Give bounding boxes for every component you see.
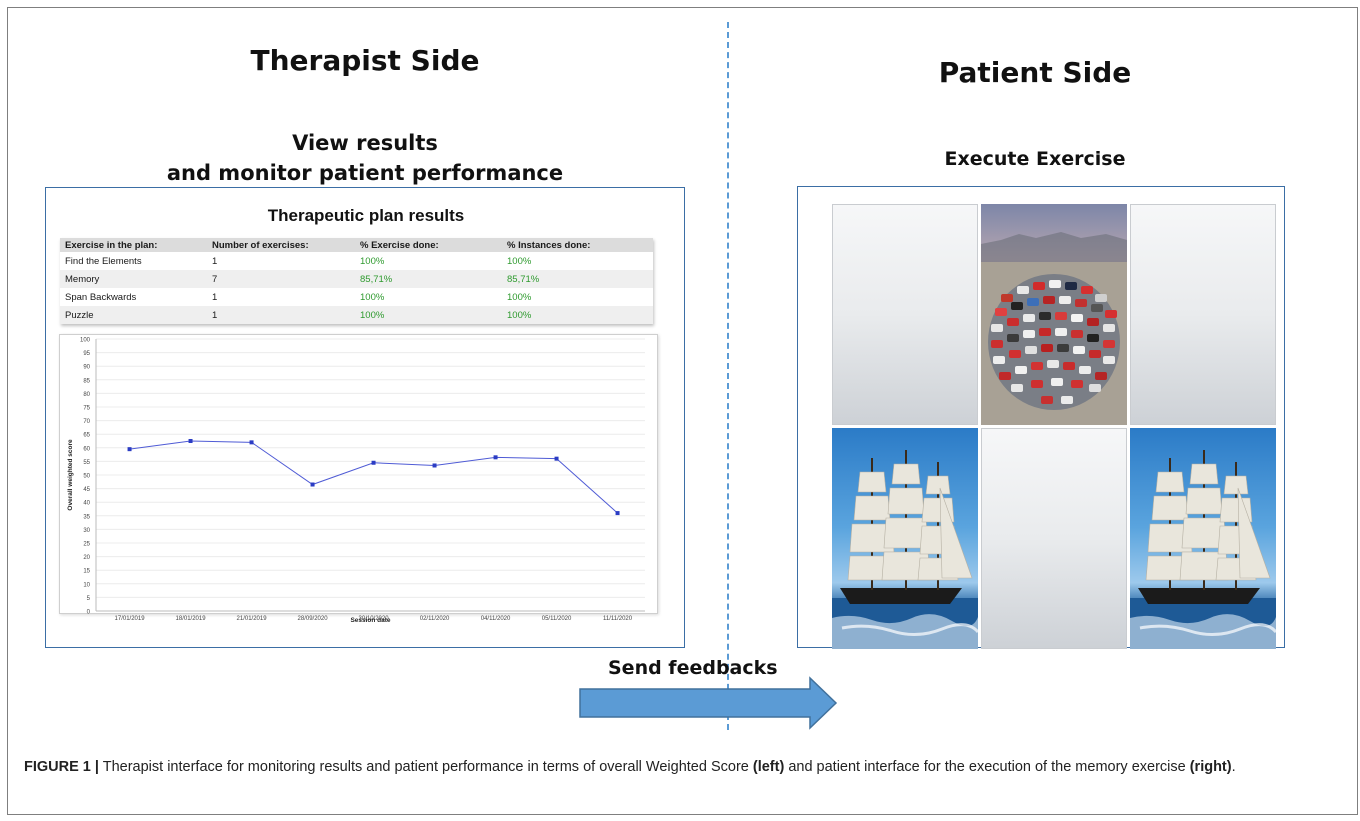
y-tick-label: 30 [83,528,90,534]
x-tick-label: 17/01/2019 [115,616,146,622]
y-tick-label: 85 [83,378,90,384]
x-tick-label: 11/11/2020 [603,616,633,622]
data-point [249,440,254,445]
y-tick-label: 80 [83,392,90,398]
y-tick-label: 60 [83,446,90,452]
therapist-subheading-line2: and monitor patient performance [166,161,564,185]
dashed-divider [727,22,729,730]
y-tick-label: 70 [83,419,90,425]
ship-image [1130,450,1276,649]
data-point [188,439,193,443]
score-chart-svg: 0 5 10 15 20 25 30 35 40 45 50 55 60 65 70 75 80 85 90 95 10… [67,338,645,624]
therapist-heading: Therapist Side [250,44,480,77]
therapist-subheading: View results and monitor patient perform… [100,128,630,188]
cell-instances-done: 85,71% [502,270,653,288]
caption-bold-left: (left) [752,759,785,775]
x-tick-label: 04/11/2020 [481,616,511,622]
cell-exercise: Memory [60,270,207,288]
ship-image [832,450,978,649]
y-tick-label: 75 [83,406,90,412]
cell-number: 7 [207,270,355,288]
figure-caption: FIGURE 1 | Therapist interface for monit… [24,756,1344,779]
results-table: Exercise in the plan: Number of exercise… [60,238,653,324]
y-tick-label: 0 [87,610,91,616]
cell-instances-done: 100% [502,306,653,324]
data-point [554,456,559,461]
table-row: Span Backwards 1 100% 100% [60,288,653,306]
y-tick-label: 5 [87,596,91,602]
x-tick-label: 28/09/2020 [298,616,329,622]
cell-number: 1 [212,291,218,303]
col-header-exercise-done: % Exercise done: [355,238,502,252]
y-tick-label: 65 [83,433,90,439]
cell-exercise-done: 85,71% [355,270,502,288]
cell-number: 1 [212,255,218,267]
plan-results-title: Therapeutic plan results [267,206,465,225]
patient-panel [797,186,1285,649]
memory-card-hidden[interactable] [981,428,1127,649]
y-tick-label: 95 [83,351,90,357]
patient-heading: Patient Side [938,56,1132,89]
cell-exercise-done: 100% [355,306,502,324]
x-tick-label: 30/10/2020 [359,616,390,622]
memory-card-cars-image[interactable] [981,204,1127,425]
x-tick-label: 05/11/2020 [542,616,572,622]
data-point [371,460,376,465]
caption-bold-right: (right) [1189,759,1232,775]
cell-instances-done: 100% [507,255,532,267]
caption-text-2: and patient interface for the execution … [784,759,1190,775]
x-axis-label: Session date [350,617,390,624]
figure-frame [7,7,1358,815]
data-point [432,463,437,468]
caption-text-1: Therapist interface for monitoring resul… [98,759,753,775]
y-tick-label: 10 [83,582,90,588]
y-tick-label: 40 [83,501,90,507]
cell-instances-done: 100% [507,291,532,303]
memory-card-hidden[interactable] [1130,204,1276,425]
cell-exercise-done: 100% [360,255,385,267]
y-tick-label: 20 [83,555,90,561]
y-tick-label: 55 [83,460,90,466]
y-tick-label: 35 [83,514,90,520]
col-header-number: Number of exercises: [207,238,355,252]
cars-image [981,232,1127,425]
col-header-exercise: Exercise in the plan: [60,238,207,252]
cell-exercise: Find the Elements [65,255,142,267]
data-point [127,447,132,452]
table-header-row: Exercise in the plan: Number of exercise… [60,238,653,252]
y-tick-label: 90 [83,365,90,371]
y-tick-label: 50 [83,474,90,480]
col-header-instances-done: % Instances done: [502,238,653,252]
patient-subheading: Execute Exercise [944,148,1126,170]
caption-figure-label: FIGURE 1 | [24,759,99,775]
send-feedbacks-label: Send feedbacks [608,657,778,679]
cell-number: 1 [207,306,355,324]
send-feedbacks-arrow-icon [579,676,838,730]
table-row: Find the Elements 1 100% 100% [60,252,653,270]
cell-exercise: Span Backwards [65,291,137,303]
memory-card-ship-image[interactable] [1130,428,1276,649]
table-row: Memory 7 85,71% 85,71% [60,270,653,288]
y-tick-label: 45 [83,487,90,493]
caption-text-3: . [1231,759,1236,775]
y-tick-label: 15 [83,569,90,575]
table-row: Puzzle 1 100% 100% [60,306,653,324]
x-tick-label: 21/01/2019 [237,616,268,622]
data-point [310,482,315,487]
data-point [615,511,620,516]
cell-exercise-done: 100% [360,291,385,303]
data-point [493,455,498,460]
therapist-panel: Therapeutic plan results Exercise in the… [45,187,685,648]
memory-card-ship-image[interactable] [832,428,978,649]
score-chart: 0 5 10 15 20 25 30 35 40 45 50 55 60 65 70 75 80 85 90 95 10… [59,334,658,624]
memory-card-hidden[interactable] [832,204,978,425]
cell-exercise: Puzzle [60,306,207,324]
y-axis-label: Overall weighted score [67,439,74,511]
y-tick-label: 100 [80,338,91,344]
x-tick-label: 18/01/2019 [176,616,207,622]
y-tick-label: 25 [83,542,90,548]
therapist-subheading-line1: View results [292,131,438,155]
x-tick-label: 02/11/2020 [420,616,450,622]
